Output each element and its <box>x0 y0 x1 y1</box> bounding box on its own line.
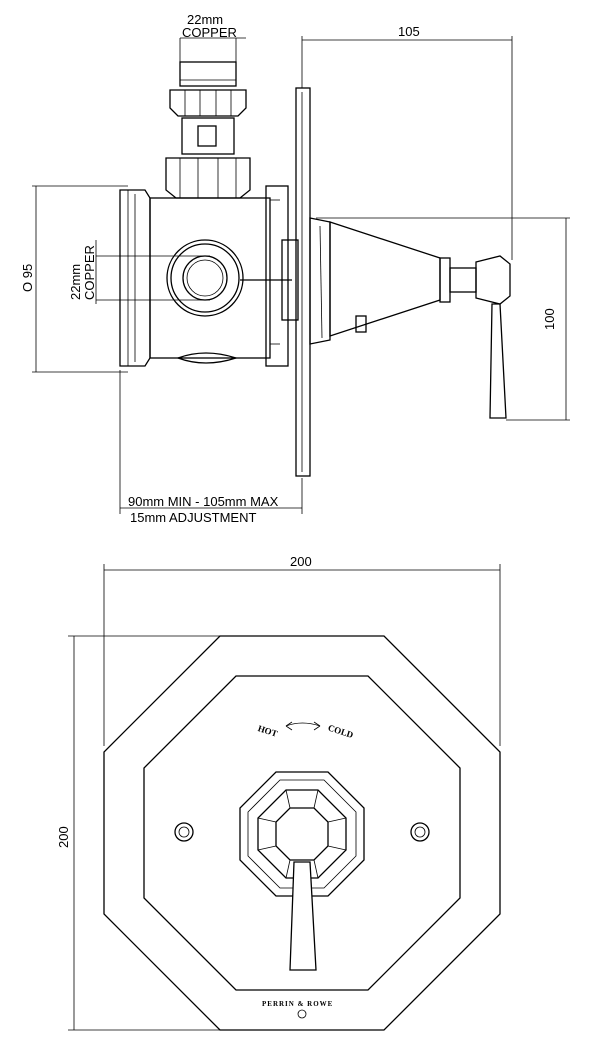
wall-range-label: 90mm MIN - 105mm MAX <box>128 494 279 509</box>
outer-octagon-plate <box>103 635 501 1031</box>
handle-front <box>239 771 365 971</box>
top-pipe-size-label: 22mm <box>187 12 223 27</box>
front-view: 200 200 HOT COLD <box>56 554 501 1031</box>
valve-body <box>119 185 299 367</box>
depth-dimension: 105 <box>398 24 420 39</box>
front-height-dimension: 200 <box>56 826 71 848</box>
top-pipe-material-label: COPPER <box>182 25 237 40</box>
screw-hole-right-icon <box>410 822 430 842</box>
brand-logo-icon <box>297 1009 307 1019</box>
handle-side <box>309 217 511 419</box>
side-pipe-size-label: 22mm <box>68 264 83 300</box>
front-width-dimension: 200 <box>290 554 312 569</box>
cold-label: COLD <box>327 722 355 740</box>
side-view: 22mm COPPER 105 <box>20 12 570 525</box>
inner-octagon-plate <box>143 675 461 991</box>
brand-label: PERRIN & ROWE <box>262 1000 333 1008</box>
height-dimension: 100 <box>542 308 557 330</box>
body-diameter-dimension: O 95 <box>20 264 35 292</box>
top-pipe-fitting <box>165 61 251 199</box>
hot-label: HOT <box>257 723 279 739</box>
temperature-arrow-icon <box>285 721 321 731</box>
adjustment-label: 15mm ADJUSTMENT <box>130 510 256 525</box>
side-pipe-material-label: COPPER <box>82 245 97 300</box>
screw-hole-left-icon <box>174 822 194 842</box>
